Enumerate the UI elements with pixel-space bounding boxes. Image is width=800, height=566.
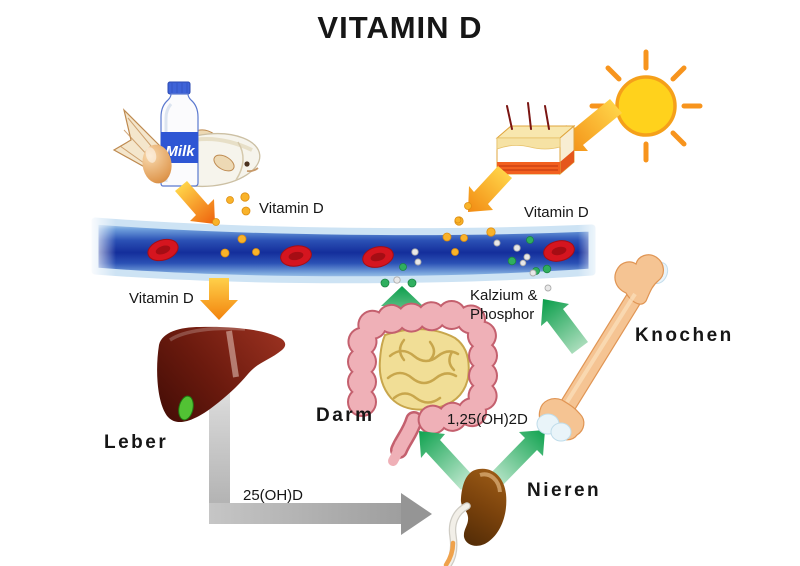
bone-label: Knochen [635,325,734,346]
liver-label: Leber [104,432,168,453]
milk-label: Milk [165,143,195,160]
rectum [388,411,423,466]
egg-icon [142,144,172,184]
metabolite-25ohd-label: 25(OH)D [243,487,303,504]
vitamin-d-label-liver: Vitamin D [129,290,194,307]
intestine-label: Darm [316,405,375,426]
calcium-phosphor-label-line1: Kalzium & [470,287,538,304]
skin-hairs [506,102,550,130]
sun-icon [589,49,703,163]
fish-eye [244,161,250,167]
page-title: VITAMIN D [317,10,482,45]
kidney-icon [443,468,507,566]
vitamin-d-dots [212,192,496,258]
skin-illustration [495,102,576,176]
ureter [443,502,471,566]
food-to-blood-arrow [175,181,215,224]
kidney-to-bone-arrow [486,430,545,490]
blood-vessel-illustration [88,212,604,286]
calcium-phosphor-label-line2: Phosphor [470,306,534,323]
bone-icon [536,254,669,442]
vitamin-d-label-skin: Vitamin D [524,204,589,221]
kidney-label: Nieren [527,480,601,501]
red-blood-cells [147,238,575,268]
kidney-to-intestine-arrow [419,431,475,490]
skin-to-blood-arrow [468,166,512,212]
bone-to-blood-arrow [541,299,588,354]
metabolite-125ohd-label: 1,25(OH)2D [447,411,528,428]
phosphor-dots [393,239,552,292]
vitamin-d-label-food: Vitamin D [259,200,324,217]
food-sources-illustration: Milk [112,81,261,188]
liver-icon [157,326,286,423]
sun-to-skin-arrow [561,99,622,151]
blood-to-liver-arrow [200,278,238,320]
gallbladder-icon [178,395,194,421]
large-intestine [347,300,498,439]
intestine-icon [347,286,498,466]
